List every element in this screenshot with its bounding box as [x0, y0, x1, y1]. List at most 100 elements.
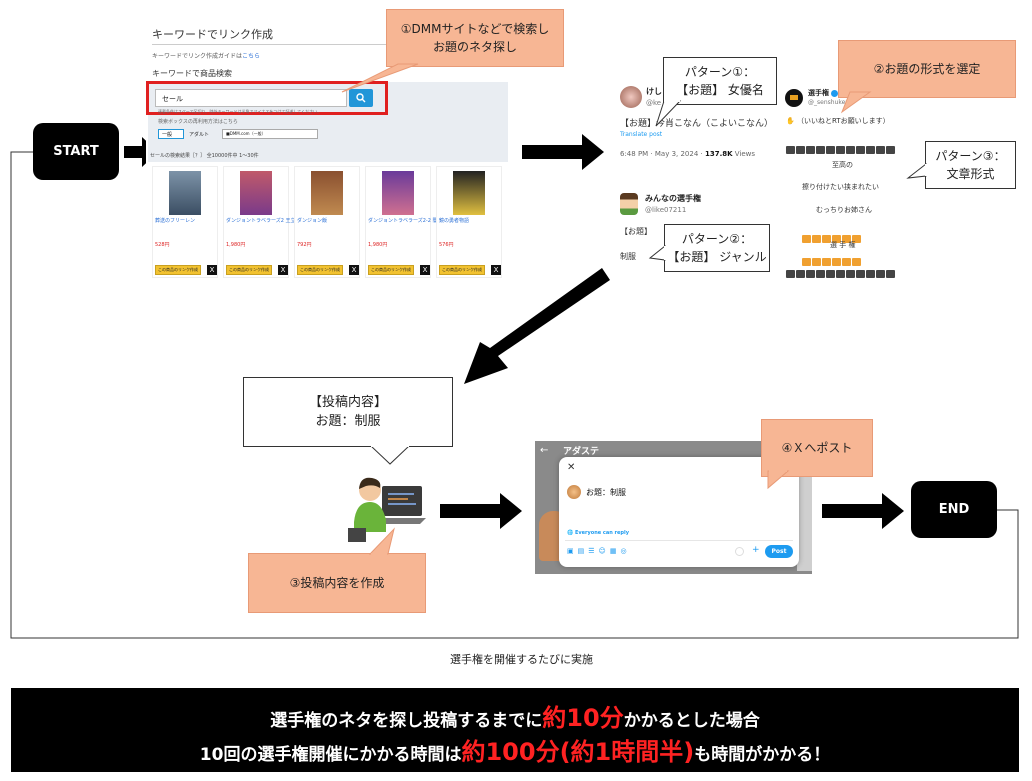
create-link-button[interactable]: この商品のリンク作成	[226, 265, 272, 275]
product-card: 葬送のフリーレン 528円 この商品のリンク作成 X	[152, 166, 218, 278]
step3-note: ③投稿内容を作成	[248, 553, 426, 613]
x-share-icon[interactable]: X	[278, 265, 288, 275]
create-link-button[interactable]: この商品のリンク作成	[155, 265, 201, 275]
verified-icon	[831, 89, 839, 97]
search-help: 検索ボックスの再利用方法はこちら	[158, 119, 238, 125]
x-share-icon[interactable]: X	[349, 265, 359, 275]
tweet2-handle: @like07211	[645, 206, 687, 214]
product-cover[interactable]	[453, 171, 485, 215]
create-link-button[interactable]: この商品のリンク作成	[439, 265, 485, 275]
highlight-100min: 約100分(約1時間半)	[461, 738, 695, 766]
step2-note-tail	[840, 91, 872, 114]
globe-icon: 🌐	[567, 530, 574, 536]
arrow-post-to-end	[822, 493, 904, 529]
search-button[interactable]	[349, 89, 373, 107]
product-title[interactable]: 葬送のフリーレン	[155, 218, 196, 224]
product-cover[interactable]	[169, 171, 201, 215]
compose-dialog: ✕ お題：制服 🌐 Everyone can reply ▣▤☰☺▦◎ + Po…	[559, 457, 799, 567]
radio-adult[interactable]: アダルト	[189, 131, 210, 138]
tweet3-bar	[786, 263, 906, 278]
radio-general[interactable]: 一般	[158, 129, 184, 139]
product-title[interactable]: 鏡の勇者物語	[439, 218, 470, 224]
tweet3-bar	[802, 228, 872, 243]
loop-note: 選手権を開催するたびに実施	[450, 653, 593, 666]
x-share-icon[interactable]: X	[207, 265, 217, 275]
back-arrow-icon[interactable]: ←	[540, 445, 549, 456]
end-node: END	[911, 481, 997, 538]
compose-text[interactable]: お題：制服	[586, 488, 626, 497]
tweet2-text: 制服	[620, 252, 636, 261]
media-toolbar: ▣▤☰☺▦◎	[567, 547, 631, 555]
product-title[interactable]: ダンジョントラベラーズ2 王立図書館とマモノの封印	[226, 218, 346, 224]
reply-setting[interactable]: 🌐 Everyone can reply	[567, 530, 629, 536]
close-icon[interactable]: ✕	[567, 462, 576, 473]
person-at-computer-illustration	[348, 477, 426, 542]
divider	[152, 44, 392, 45]
summary-line2: 10回の選手権開催にかかる時間は約100分(約1時間半)も時間がかかる！	[199, 738, 831, 766]
search-icon	[356, 93, 366, 103]
product-cover[interactable]	[311, 171, 343, 215]
pattern1-tail	[655, 100, 682, 127]
guide-text: キーワードでリンク作成ガイドはこちら	[152, 53, 261, 60]
arrow-format-to-compose	[464, 268, 610, 384]
results-text: セールの検索結果［？］ 全10000件中 1～30件	[150, 153, 259, 159]
create-link-button[interactable]: この商品のリンク作成	[297, 265, 343, 275]
section-title: キーワードで商品検索	[152, 69, 232, 78]
start-node: START	[33, 123, 119, 180]
post-content-callout: 【投稿内容】 お題：制服	[243, 377, 453, 447]
product-price: 528円	[155, 242, 170, 248]
x-share-icon[interactable]: X	[420, 265, 430, 275]
compose-divider	[565, 540, 793, 541]
tweet1-text: 【お題】今肖こなん（こよいこなん）	[620, 119, 774, 129]
add-post-icon[interactable]: +	[752, 545, 760, 555]
product-price: 792円	[297, 242, 312, 248]
tweet2-avatar	[620, 193, 638, 215]
bg-side-panel	[797, 471, 812, 571]
tweet2-text: 【お題】	[620, 227, 652, 236]
image-icon[interactable]: ▣	[567, 547, 578, 555]
product-title[interactable]: ダンジョントラベラーズ2-2 闇堕ちの乙女とはじまりの書	[368, 218, 498, 224]
post-content-callout-tail	[370, 446, 410, 465]
gif-icon[interactable]: ▤	[577, 547, 589, 555]
product-card: ダンジョン飯 792円 この商品のリンク作成 X	[294, 166, 360, 278]
product-cover[interactable]	[240, 171, 272, 215]
tweet1-translate[interactable]: Translate post	[620, 131, 663, 138]
site-select[interactable]: ■DMM.com（一般）	[222, 129, 318, 139]
product-title[interactable]: ダンジョン飯	[297, 218, 328, 224]
tweet1-name: けし	[646, 87, 662, 96]
tweet3-line: むっちりお姉さん	[816, 206, 872, 214]
search-desc: 連載条件はスペース区切り。除外キーワードは半角でマイナスをつけて記述してください…	[158, 109, 322, 114]
x-share-icon[interactable]: X	[491, 265, 501, 275]
user-avatar	[567, 485, 581, 499]
pattern3-tail	[906, 162, 927, 179]
tweet1-avatar	[620, 86, 642, 108]
product-card: 鏡の勇者物語 576円 この商品のリンク作成 X	[436, 166, 502, 278]
x-app-screenshot: ← アダステ ✕ お題：制服 🌐 Everyone can reply ▣▤☰☺…	[535, 441, 812, 574]
post-button[interactable]: Post	[765, 545, 793, 558]
schedule-icon[interactable]: ▦	[609, 547, 621, 555]
location-icon[interactable]: ◎	[620, 547, 631, 555]
search-input[interactable]: セール	[155, 89, 347, 107]
tweet3-line: 選 手 権	[830, 241, 856, 249]
step3-note-tail	[368, 527, 395, 555]
product-cover[interactable]	[382, 171, 414, 215]
tweet3-avatar	[785, 89, 803, 107]
char-progress-ring	[735, 547, 744, 556]
guide-link[interactable]: こちら	[242, 53, 261, 60]
product-card: ダンジョントラベラーズ2-2 闇堕ちの乙女とはじまりの書 1,980円 この商品…	[365, 166, 498, 278]
tweet3-bar	[786, 139, 906, 154]
emoji-icon[interactable]: ☺	[598, 547, 610, 555]
list-icon[interactable]: ☰	[588, 547, 599, 555]
create-link-button[interactable]: この商品のリンク作成	[368, 265, 414, 275]
product-price: 1,980円	[226, 242, 246, 248]
pattern2-tail	[648, 244, 666, 261]
search-highlight-frame	[146, 81, 388, 115]
tweet1-handle: @ke	[646, 99, 662, 107]
step1-note: ①DMMサイトなどで検索し お題のネタ探し	[386, 9, 564, 67]
step2-note: ②お題の形式を選定	[838, 40, 1016, 98]
product-card: ダンジョントラベラーズ2 王立図書館とマモノの封印 1,980円 この商品のリン…	[223, 166, 346, 278]
product-price: 1,980円	[368, 242, 388, 248]
arrow-compose-to-post	[440, 493, 522, 529]
tweet3-line: 至高の	[832, 161, 853, 169]
page-title: キーワードでリンク作成	[152, 28, 273, 41]
